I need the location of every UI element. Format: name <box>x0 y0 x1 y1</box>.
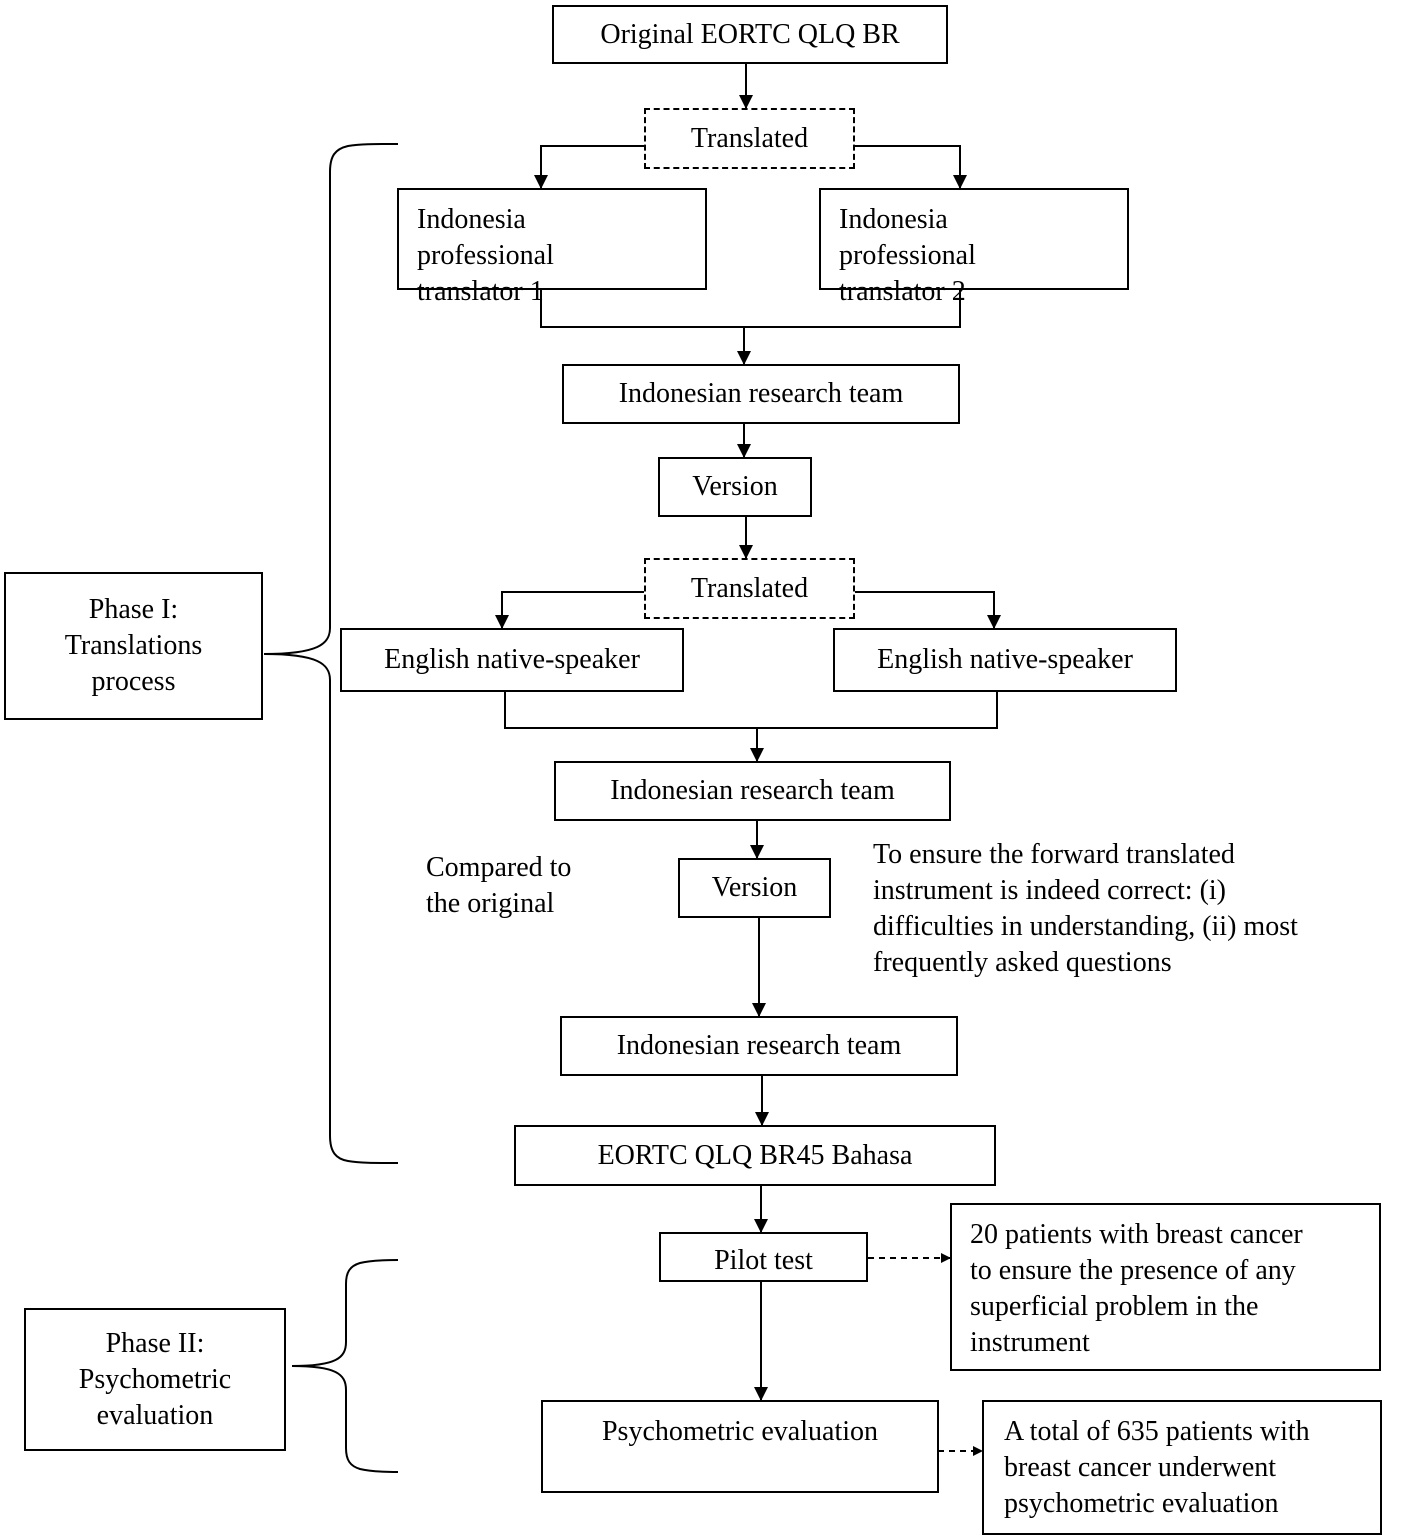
phase-1-label: Phase I: Translations process <box>64 594 203 697</box>
pilot-test-label: Pilot test <box>714 1245 813 1276</box>
version-label-2: Version <box>711 872 798 903</box>
research-team-label-2: Indonesian research team <box>610 775 895 806</box>
phase-2-brace <box>291 1259 399 1473</box>
original-eortc-label: Original EORTC QLQ BR <box>600 18 900 50</box>
translated-box-1: Translated <box>644 108 855 169</box>
professional-translator-left-label: Indonesia professional translator 1 <box>417 204 554 307</box>
merge-prof-boxes <box>540 290 961 328</box>
psychometric-note-box: A total of 635 patients with breast canc… <box>982 1400 1382 1535</box>
english-native-left-label: English native-speaker <box>384 644 640 675</box>
eortc-bahasa-box: EORTC QLQ BR45 Bahasa <box>514 1125 996 1186</box>
professional-translator-right-box: Indonesia professional translator 2 <box>819 188 1129 307</box>
phase-1-brace <box>263 143 399 1164</box>
phase-1-box: Phase I: Translations process <box>4 572 263 720</box>
english-native-right-label: English native-speaker <box>877 644 1133 675</box>
ensure-correctness-note: To ensure the forward translated instrum… <box>873 839 1298 978</box>
arrow-translated-2-to-english-right <box>855 591 1001 629</box>
version-label-1: Version <box>692 471 778 502</box>
original-eortc-box: Original EORTC QLQ BR <box>552 5 948 64</box>
translated-label-1: Translated <box>690 122 809 154</box>
arrow-translated-to-prof-right <box>855 145 967 189</box>
psychometric-evaluation-label: Psychometric evaluation <box>601 1416 879 1447</box>
research-team-box-1: Indonesian research team <box>562 364 960 424</box>
arrow-translated-2-to-english-left <box>495 591 644 629</box>
english-native-right-box: English native-speaker <box>833 628 1177 692</box>
professional-translator-left-box: Indonesia professional translator 1 <box>397 188 707 307</box>
pilot-test-box: Pilot test <box>659 1232 868 1282</box>
research-team-label-3: Indonesian research team <box>616 1030 902 1061</box>
research-team-label-1: Indonesian research team <box>618 378 904 409</box>
professional-translator-right-label: Indonesia professional translator 2 <box>839 204 976 307</box>
translated-label-2: Translated <box>690 572 809 604</box>
pilot-note-box: 20 patients with breast cancer to ensure… <box>950 1203 1381 1371</box>
pilot-note-label: 20 patients with breast cancer to ensure… <box>970 1219 1303 1358</box>
eortc-bahasa-label: EORTC QLQ BR45 Bahasa <box>597 1139 913 1171</box>
phase-2-box: Phase II: Psychometric evaluation <box>24 1308 286 1451</box>
version-box-2: Version <box>678 858 831 918</box>
phase-2-label: Phase II: Psychometric evaluation <box>78 1327 232 1431</box>
research-team-box-2: Indonesian research team <box>554 761 951 821</box>
compared-to-original-note: Compared to the original <box>426 852 572 919</box>
english-native-left-box: English native-speaker <box>340 628 684 692</box>
translated-box-2: Translated <box>644 558 855 619</box>
arrow-translated-to-prof-left <box>534 145 644 189</box>
psychometric-evaluation-box: Psychometric evaluation <box>541 1400 939 1493</box>
merge-english-boxes <box>504 692 998 729</box>
psychometric-note-label: A total of 635 patients with breast canc… <box>1004 1416 1310 1519</box>
version-box-1: Version <box>658 457 812 517</box>
research-team-box-3: Indonesian research team <box>560 1016 958 1076</box>
